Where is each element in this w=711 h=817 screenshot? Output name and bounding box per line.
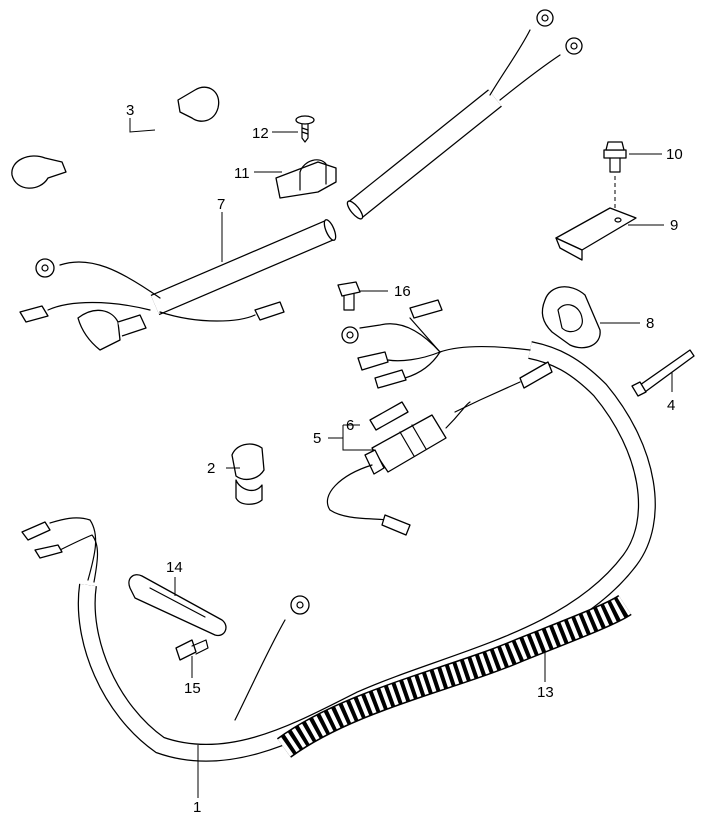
callout-2: 2: [207, 460, 215, 477]
part-6-fuse: [369, 401, 409, 431]
harness-upper-right: [346, 9, 583, 220]
part-7-harness: [19, 219, 337, 351]
callout-13: 13: [537, 684, 554, 701]
part-16-bolt: [337, 281, 361, 311]
part-11-clamp: [275, 159, 337, 199]
callout-3: 3: [126, 102, 134, 119]
part-14-bracket: [128, 574, 227, 637]
callout-11: 11: [234, 165, 250, 182]
callout-10: 10: [666, 146, 683, 163]
part-13-tube: [276, 594, 632, 758]
callout-labels: 3 12 11 7 10 9 16 8 4 6 5 2 14 15 13 1: [126, 102, 683, 816]
callout-9: 9: [670, 217, 678, 234]
leader-lines: [129, 118, 673, 798]
callout-7: 7: [217, 196, 225, 213]
part-9-bracket: [555, 207, 637, 261]
part-5-fuse-holder: [326, 401, 471, 536]
callout-15: 15: [184, 680, 201, 697]
callout-1: 1: [193, 799, 201, 816]
part-15-bolt: [175, 639, 209, 661]
part-12-screw: [295, 115, 315, 143]
callout-6: 6: [346, 417, 354, 434]
callout-4: 4: [667, 397, 675, 414]
part-8-grommet: [541, 286, 601, 349]
callout-8: 8: [646, 315, 654, 332]
part-4-tie: [631, 349, 695, 397]
part-3-cable: [11, 86, 220, 189]
callout-14: 14: [166, 559, 183, 576]
callout-12: 12: [252, 125, 269, 142]
callout-16: 16: [394, 283, 411, 300]
callout-5: 5: [313, 430, 321, 447]
part-10-bolt: [603, 141, 627, 220]
part-2-clip: [231, 443, 265, 505]
